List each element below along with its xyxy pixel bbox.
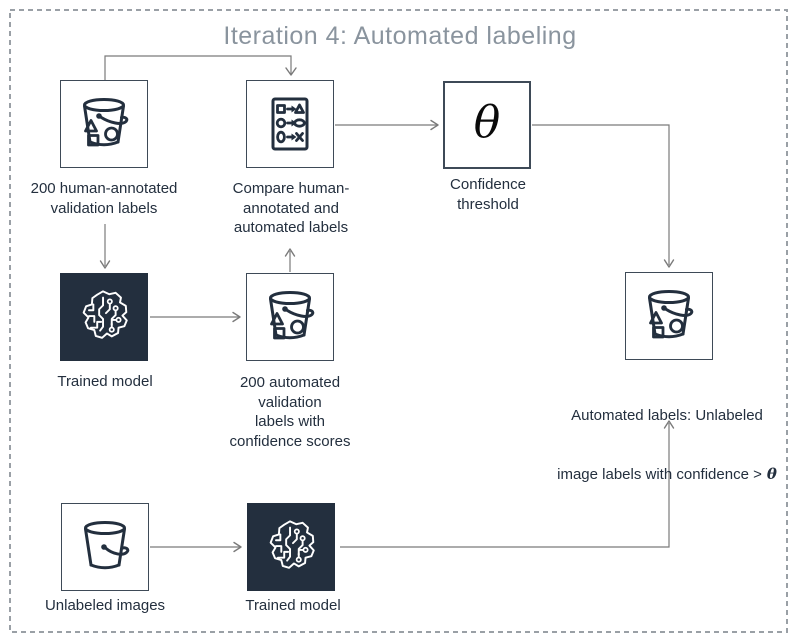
compare-labels-icon — [271, 97, 309, 151]
neural-network-brain-icon — [82, 290, 128, 339]
node-human-validation-bucket — [60, 80, 148, 168]
label-compare: Compare human- annotated and automated l… — [232, 180, 350, 236]
label-automated-labels: Automated labels: Unlabeled image labels… — [557, 367, 777, 523]
neural-network-brain-icon — [269, 520, 315, 569]
node-unlabeled-images-bucket — [61, 503, 149, 591]
label-trained-model-bottom: Trained model — [245, 597, 341, 614]
s3-bucket-shapes-icon — [648, 290, 694, 339]
node-trained-model-bottom — [247, 503, 335, 591]
label-line: image labels with confidence >θ — [557, 464, 777, 483]
label-line: Automated labels: Unlabeled — [571, 407, 763, 424]
diagram-title: Iteration 4: Automated labeling — [223, 22, 577, 50]
node-automated-labels-bucket — [625, 272, 713, 360]
s3-bucket-icon — [84, 521, 130, 570]
node-confidence-threshold: θ — [443, 81, 531, 169]
node-compare-labels — [246, 80, 334, 168]
theta-symbol: θ — [473, 97, 501, 148]
label-human-validation: 200 human-annotated validation labels — [30, 180, 178, 217]
s3-bucket-shapes-icon — [269, 291, 315, 340]
label-trained-model-top: Trained model — [57, 373, 153, 390]
label-automated-validation: 200 automated validation labels with con… — [229, 374, 351, 450]
theta-symbol: θ — [766, 464, 777, 483]
label-confidence-threshold: Confidence threshold — [450, 176, 526, 213]
label-unlabeled-images: Unlabeled images — [44, 597, 166, 614]
node-automated-validation-bucket — [246, 273, 334, 361]
node-trained-model-top — [60, 273, 148, 361]
s3-bucket-shapes-icon — [83, 98, 129, 147]
